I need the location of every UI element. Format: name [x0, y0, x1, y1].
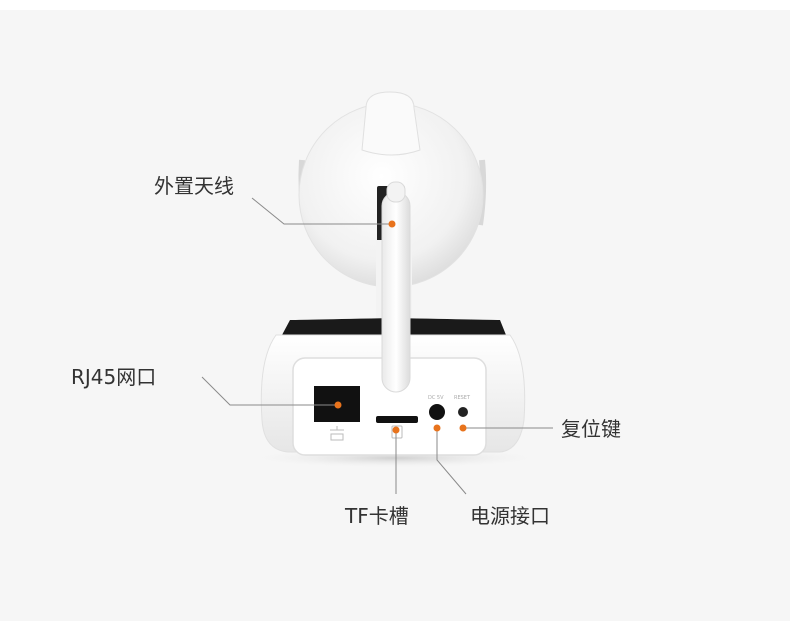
callout-reset-button: 复位键 [561, 417, 621, 441]
antenna [381, 181, 411, 393]
tf-slot [376, 416, 418, 423]
callout-rj45-port: RJ45网口 [71, 365, 157, 389]
top-strip [0, 0, 790, 10]
callout-dots [334, 220, 467, 434]
svg-text:RESET: RESET [454, 395, 471, 401]
leader-lines [201, 197, 553, 495]
callout-power-jack: 电源接口 [470, 504, 550, 528]
reset-button [458, 407, 468, 417]
network-icon [330, 426, 344, 441]
callout-tf-slot: TF卡槽 [345, 504, 409, 528]
svg-text:DC 5V: DC 5V [428, 395, 444, 401]
tf-card-icon [391, 425, 403, 439]
power-jack [429, 404, 445, 420]
callout-antenna: 外置天线 [154, 174, 234, 198]
